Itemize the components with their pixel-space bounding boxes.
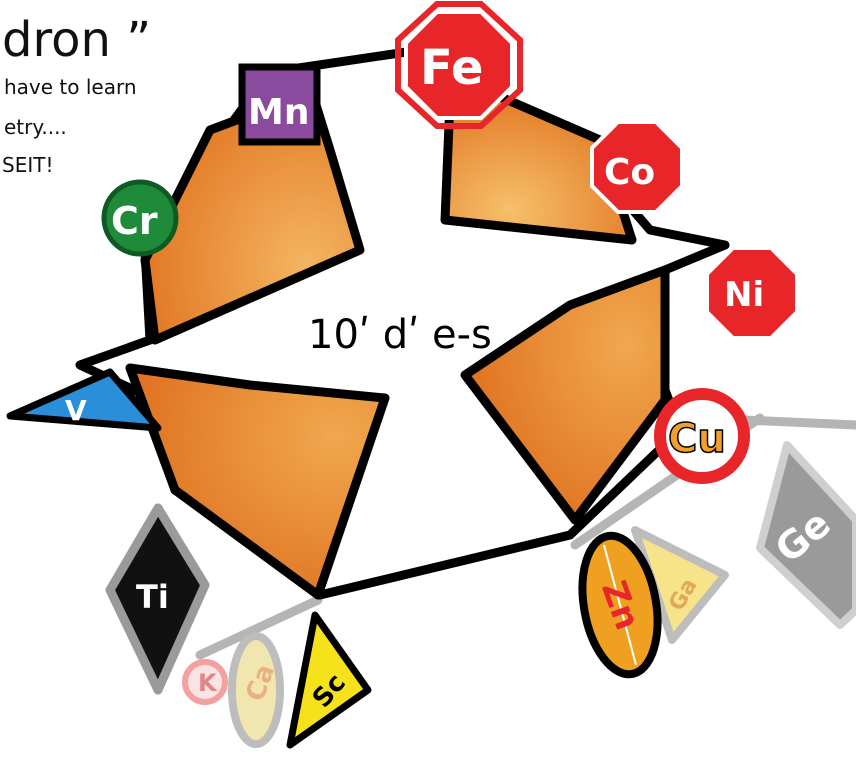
svg-text:Ti: Ti	[136, 578, 169, 616]
element-co: Co	[592, 122, 682, 212]
element-fe: Fe	[398, 4, 520, 126]
note-line-2: etry....	[4, 115, 67, 139]
element-ti: Ti	[110, 508, 205, 690]
element-sc: Sc	[290, 615, 368, 745]
svg-text:Ni: Ni	[724, 275, 764, 315]
element-k: K	[185, 662, 225, 702]
title-fragment: dron ”	[2, 12, 151, 68]
element-cu: Cu	[660, 394, 744, 478]
element-cr: Cr	[104, 182, 176, 254]
center-label: 10ʹ dʹ e-s	[308, 312, 492, 358]
svg-text:Cu: Cu	[668, 416, 726, 462]
element-mn: Mn	[242, 67, 317, 142]
svg-text:V: V	[65, 394, 87, 427]
svg-text:Co: Co	[604, 152, 655, 193]
svg-text:Cr: Cr	[111, 199, 158, 243]
orbital-lobe-right	[465, 270, 665, 520]
note-line-1: have to learn	[4, 75, 137, 99]
element-ca: Ca	[232, 636, 281, 744]
note-line-3: SEIT!	[2, 153, 53, 177]
element-ni: Ni	[707, 248, 797, 338]
svg-text:K: K	[198, 669, 218, 697]
svg-text:Mn: Mn	[248, 92, 309, 133]
svg-text:Fe: Fe	[420, 40, 483, 96]
element-ge: Ge	[760, 445, 856, 625]
